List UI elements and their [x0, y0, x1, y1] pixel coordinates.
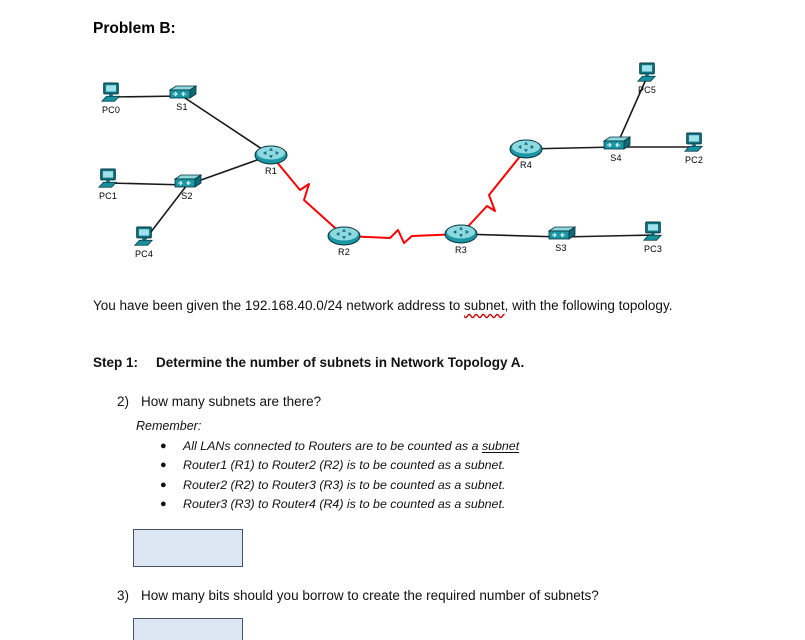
device-s4: S4	[596, 136, 636, 163]
device-label: R4	[520, 160, 532, 170]
device-pc0: PC0	[91, 82, 131, 115]
question-2-number: 2)	[117, 394, 130, 409]
pc-icon	[97, 168, 119, 190]
switch-icon	[167, 85, 197, 101]
router-icon	[509, 139, 543, 159]
answer-box-q2[interactable]	[133, 529, 243, 567]
intro-subnet-word: subnet	[464, 298, 505, 313]
device-label: PC4	[134, 249, 154, 259]
pc-icon	[642, 221, 664, 243]
answer-box-q3[interactable]	[133, 618, 243, 640]
bullet-item: ● All LANs connected to Routers are to b…	[160, 437, 519, 456]
step1-text: Determine the number of subnets in Netwo…	[156, 355, 525, 370]
device-label: PC2	[684, 155, 704, 165]
intro-after: , with the following topology.	[504, 298, 673, 313]
device-label: R2	[338, 247, 350, 257]
question-2: 2) How many subnets are there?	[117, 394, 321, 409]
bullet-dot: ●	[160, 459, 167, 472]
router-icon	[444, 224, 478, 244]
bullet-item: ● Router3 (R3) to Router4 (R4) is to be …	[160, 495, 519, 514]
remember-label: Remember:	[136, 419, 202, 433]
device-r2: R2	[324, 226, 364, 257]
pc-icon	[133, 226, 155, 248]
router-icon	[327, 226, 361, 246]
device-label: S1	[176, 102, 188, 112]
question-3-number: 3)	[117, 588, 130, 603]
serial-links	[270, 148, 527, 244]
bullet-text: Router2 (R2) to Router3 (R3) is to be co…	[183, 477, 506, 492]
remember-bullet-list: ● All LANs connected to Routers are to b…	[160, 437, 519, 514]
device-pc4: PC4	[124, 226, 164, 259]
question-3: 3) How many bits should you borrow to cr…	[117, 588, 599, 603]
step1-prefix: Step 1:	[93, 355, 139, 370]
device-s1: S1	[162, 85, 202, 112]
device-label: PC3	[643, 244, 663, 254]
device-label: S2	[181, 191, 193, 201]
device-label: R1	[265, 166, 277, 176]
page-title: Problem B:	[93, 20, 176, 37]
intro-paragraph: You have been given the 192.168.40.0/24 …	[93, 295, 683, 317]
device-label: R3	[455, 245, 467, 255]
bullet-item: ● Router2 (R2) to Router3 (R3) is to be …	[160, 476, 519, 495]
device-pc1: PC1	[88, 168, 128, 201]
router-icon	[254, 145, 288, 165]
switch-icon	[172, 174, 202, 190]
bullet1-subnet-word: subnet	[481, 439, 520, 453]
pc-icon	[100, 82, 122, 104]
switch-icon	[546, 226, 576, 242]
device-r1: R1	[251, 145, 291, 176]
bullet1-before: All LANs connected to Routers are to be …	[183, 439, 482, 453]
device-label: PC1	[98, 191, 118, 201]
device-pc3: PC3	[633, 221, 673, 254]
device-pc5: PC5	[627, 62, 667, 95]
device-s2: S2	[167, 174, 207, 201]
device-s3: S3	[541, 226, 581, 253]
bullet-text: Router1 (R1) to Router2 (R2) is to be co…	[183, 458, 506, 473]
device-r4: R4	[506, 139, 546, 170]
bullet-item: ● Router1 (R1) to Router2 (R2) is to be …	[160, 456, 519, 475]
bullet-dot: ●	[160, 497, 167, 510]
device-label: S3	[555, 243, 567, 253]
question-3-text: How many bits should you borrow to creat…	[141, 588, 599, 603]
device-label: PC5	[637, 85, 657, 95]
bullet-dot: ●	[160, 478, 167, 491]
intro-before: You have been given the 192.168.40.0/24 …	[93, 298, 465, 313]
device-label: PC0	[101, 105, 121, 115]
question-2-text: How many subnets are there?	[141, 394, 322, 409]
step1-heading: Step 1: Determine the number of subnets i…	[93, 355, 524, 370]
bullet-dot: ●	[160, 440, 167, 452]
pc-icon	[636, 62, 658, 84]
device-label: S4	[610, 153, 622, 163]
pc-icon	[683, 132, 705, 154]
switch-icon	[601, 136, 631, 152]
device-pc2: PC2	[674, 132, 714, 165]
device-r3: R3	[441, 224, 481, 255]
bullet-text: Router3 (R3) to Router4 (R4) is to be co…	[183, 496, 506, 511]
